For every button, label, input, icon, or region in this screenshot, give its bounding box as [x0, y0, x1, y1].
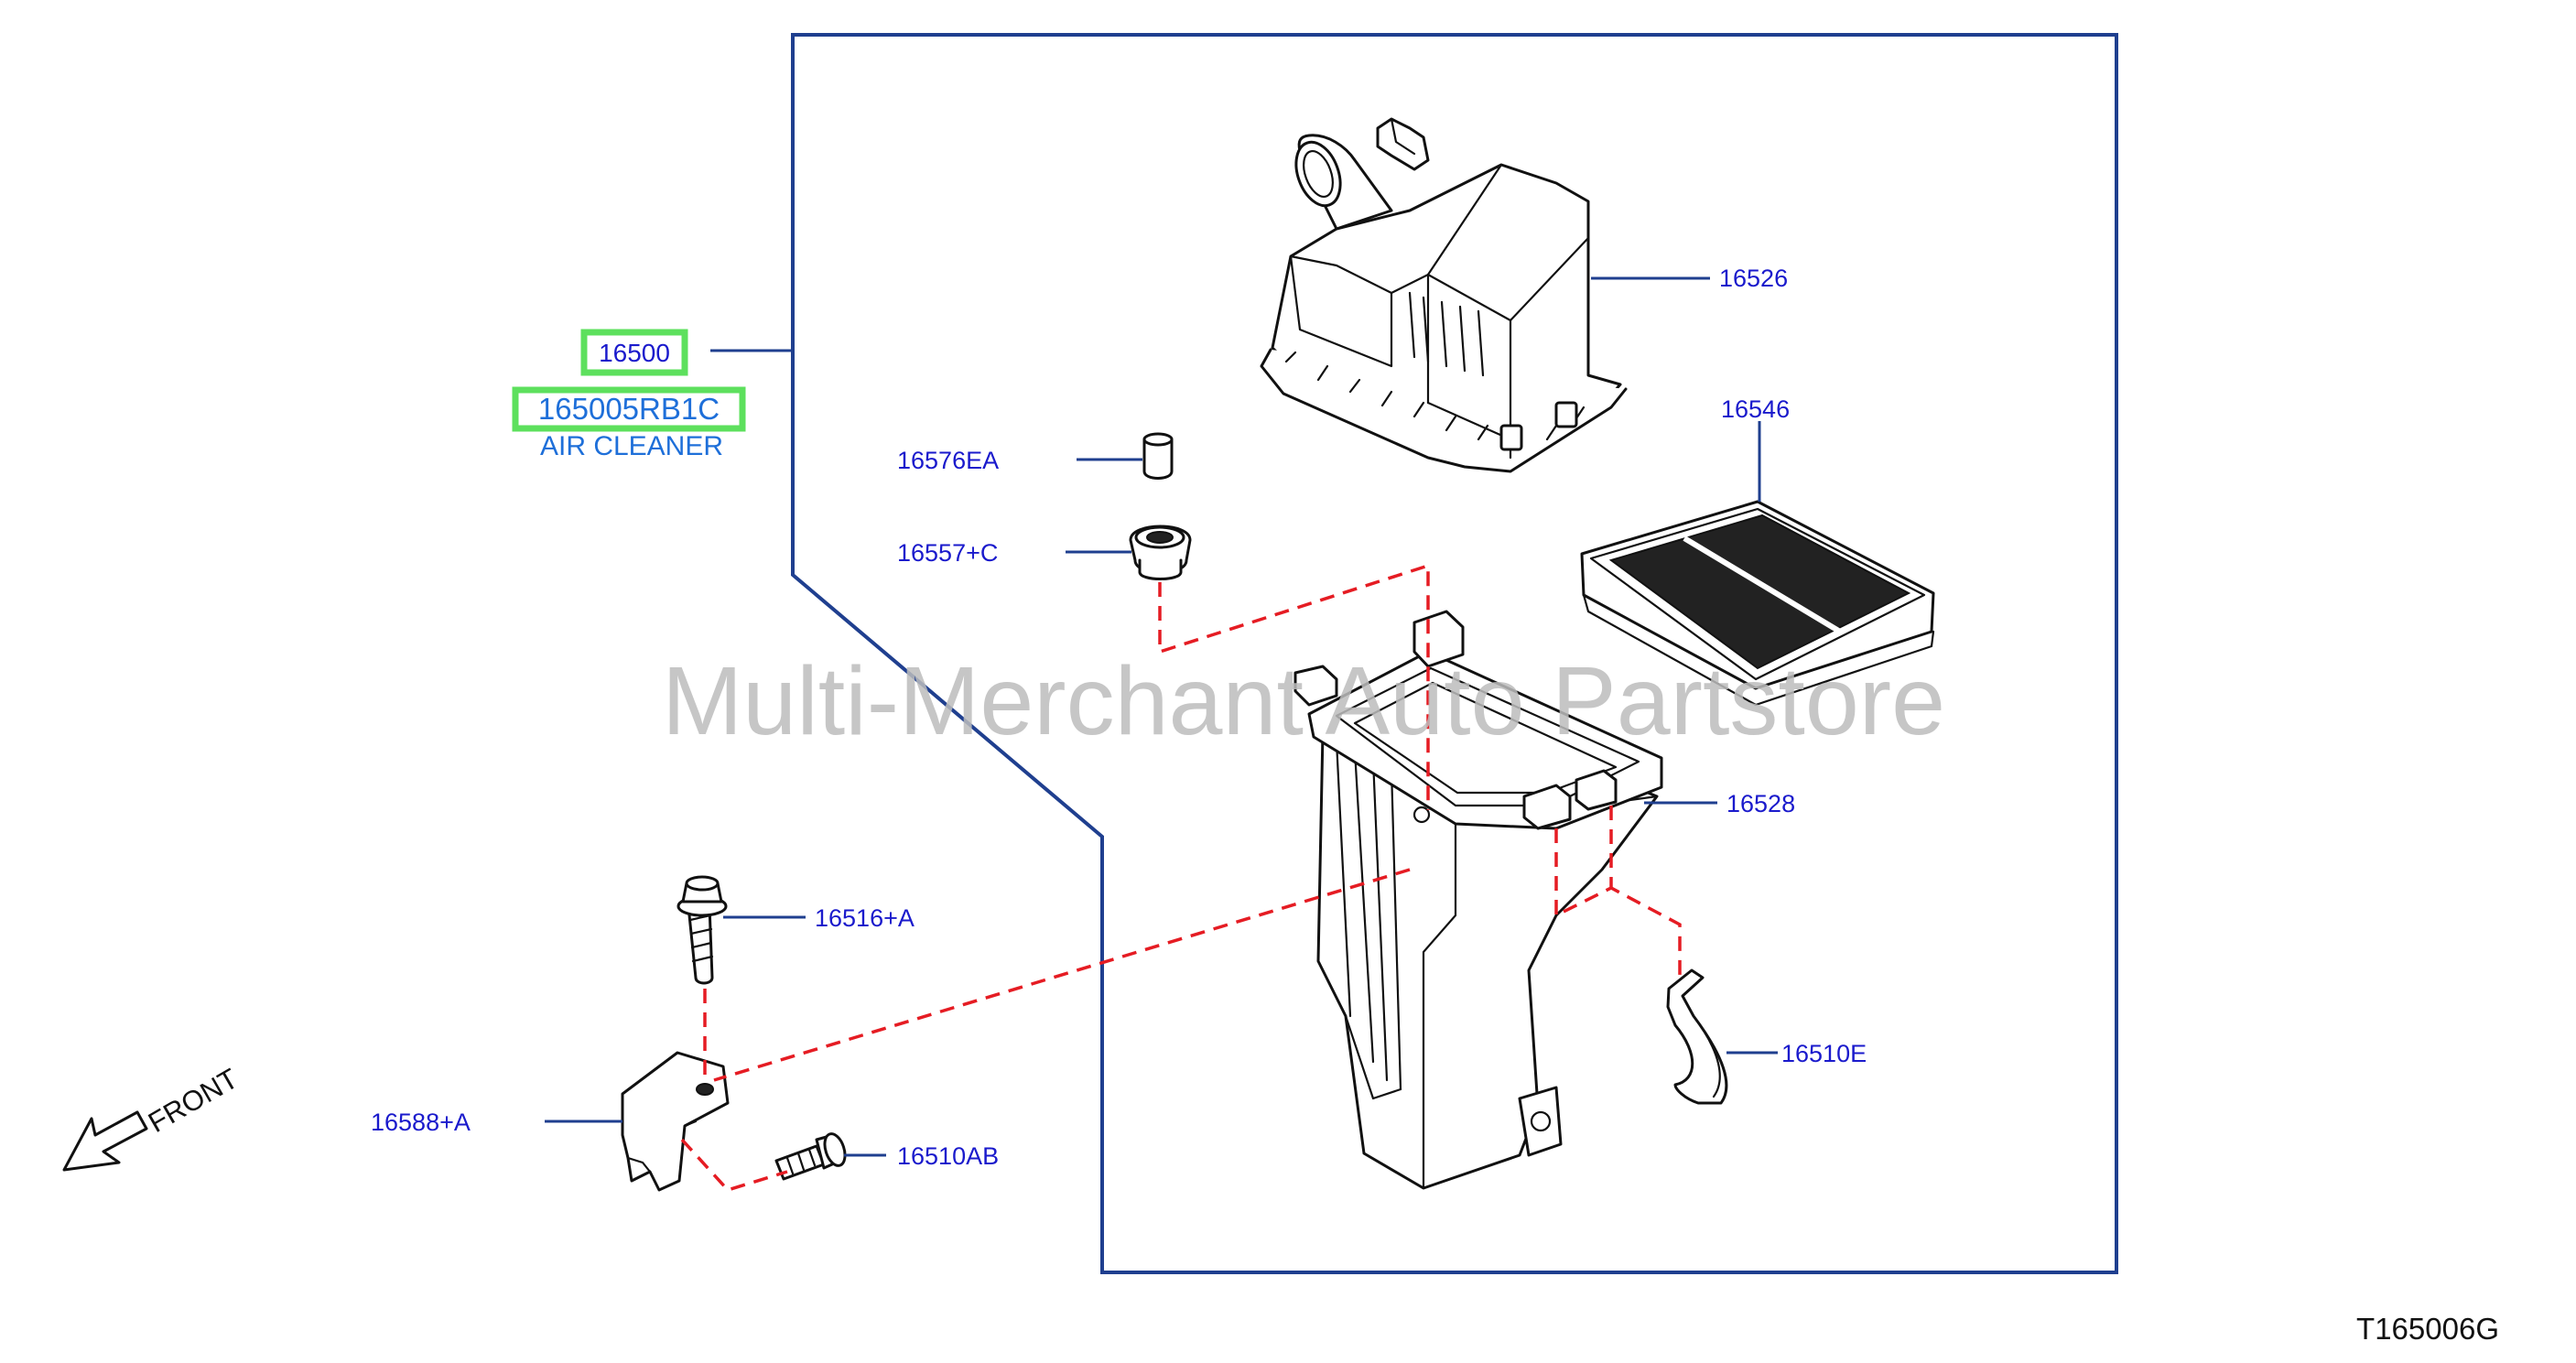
main-part-name: AIR CLEANER — [540, 431, 723, 461]
front-label: FRONT — [143, 1062, 244, 1139]
cap-drawing[interactable] — [1142, 432, 1174, 480]
grommet-drawing[interactable] — [1129, 525, 1192, 580]
clip-drawing[interactable] — [1666, 968, 1728, 1105]
callout-bolt-bottom[interactable]: 16510AB — [897, 1142, 999, 1170]
assembly-frame — [791, 33, 2118, 1274]
catalog-number-highlight — [512, 386, 746, 432]
figure-code: T165006G — [2356, 1312, 2499, 1346]
watermark-text: Multi-Merchant Auto Partstore — [662, 647, 1945, 755]
bolt-top-drawing[interactable] — [676, 875, 728, 985]
callout-bracket[interactable]: 16588+A — [371, 1109, 471, 1136]
callout-bolt-top[interactable]: 16516+A — [815, 904, 915, 932]
callout-cover[interactable]: 16526 — [1719, 265, 1788, 292]
callout-element[interactable]: 16546 — [1721, 395, 1790, 423]
catalog-number-link[interactable]: 165005RB1C — [538, 392, 720, 426]
callout-grommet[interactable]: 16557+C — [897, 539, 998, 567]
front-direction-arrow — [62, 1110, 148, 1172]
main-part-number[interactable]: 16500 — [599, 339, 670, 367]
callout-body[interactable]: 16528 — [1726, 790, 1795, 817]
bracket-drawing[interactable] — [621, 1051, 730, 1192]
part-number-highlight — [580, 329, 688, 376]
air-filter-element-drawing[interactable] — [1580, 500, 1935, 707]
air-cleaner-cover-drawing[interactable] — [1260, 117, 1628, 473]
callout-clip[interactable]: 16510E — [1781, 1040, 1867, 1067]
assembly-dashed-lines — [680, 563, 1682, 1192]
callout-cap[interactable]: 16576EA — [897, 447, 999, 474]
